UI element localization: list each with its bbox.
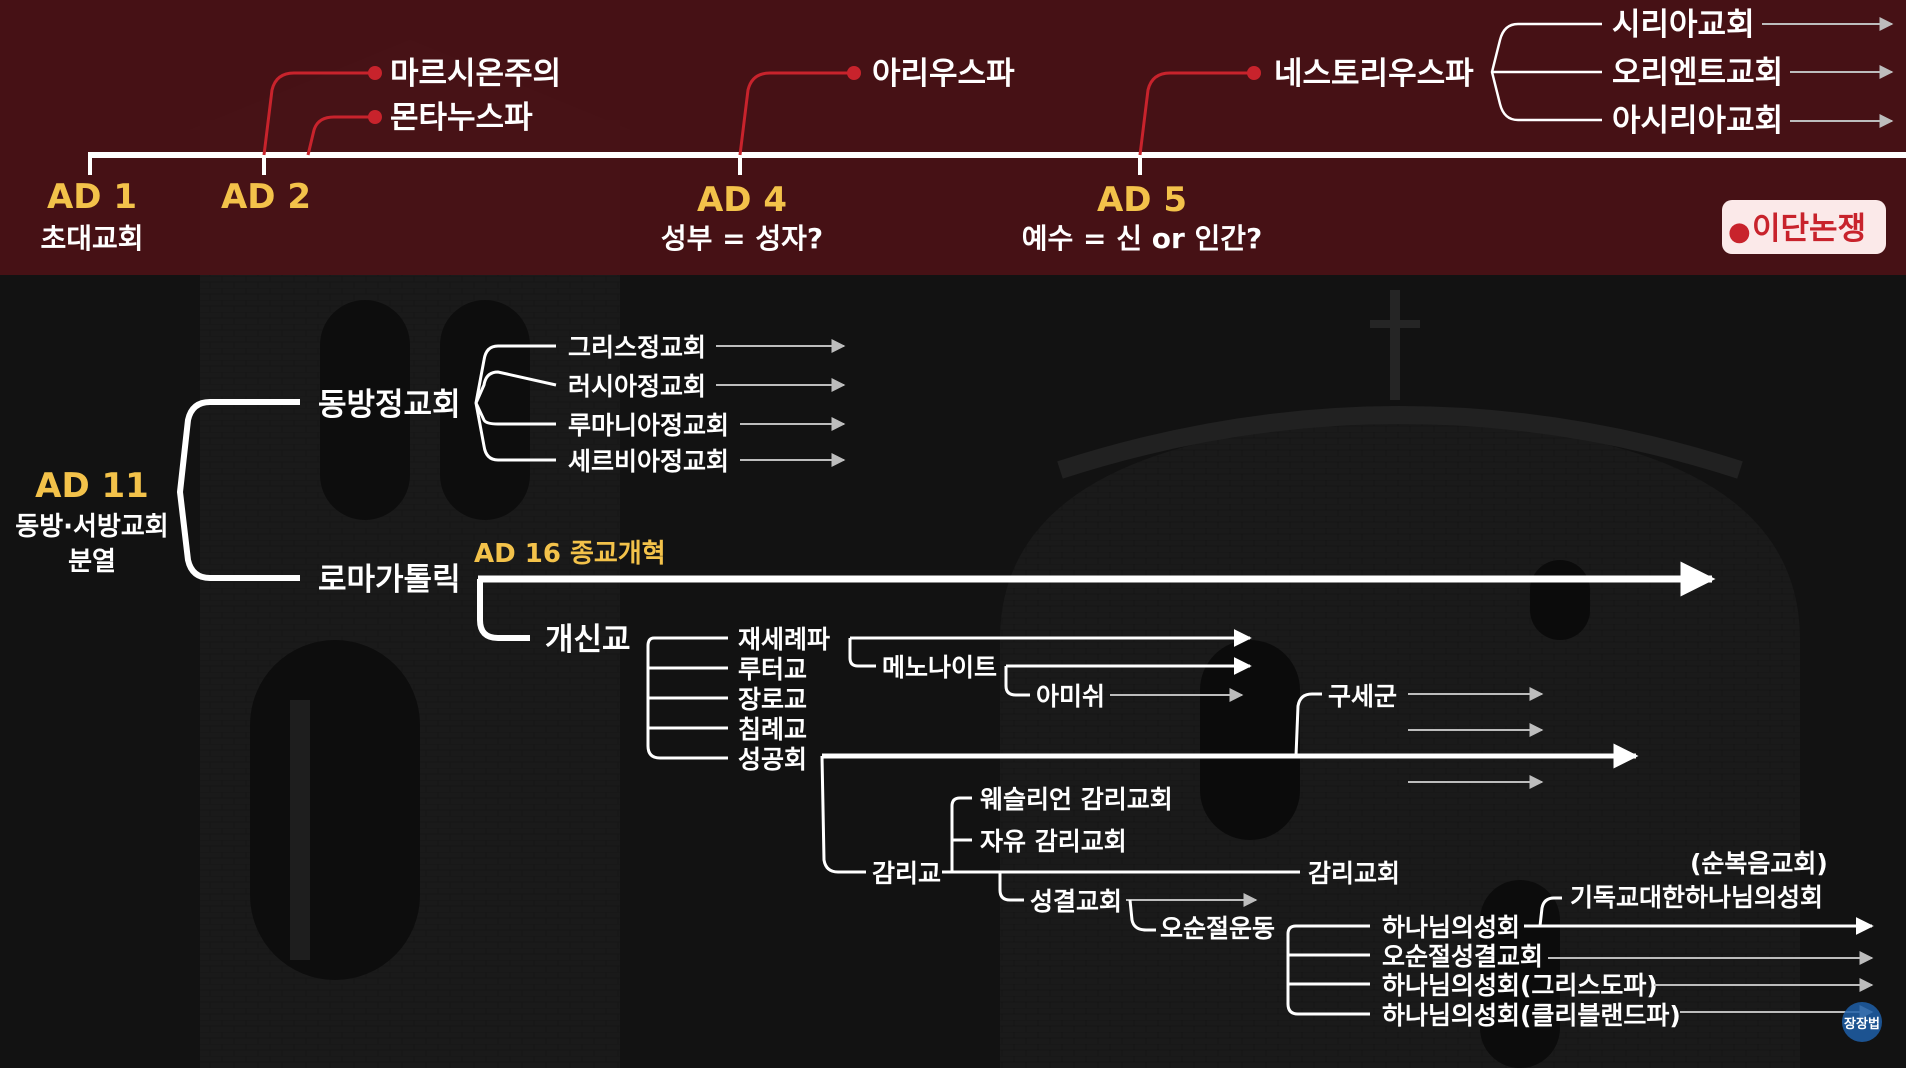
reformation-label: AD 16 종교개혁 [474, 539, 666, 569]
connector-mennonite [848, 638, 876, 668]
methodist-label: 감리교 [872, 859, 941, 888]
salvation-army-label: 구세군 [1328, 682, 1397, 711]
branch-assyria: 아시리아교회 [1612, 103, 1783, 139]
era-label-ad1: AD 1 [47, 177, 137, 217]
east-child-romanian: 루마니아정교회 [568, 411, 729, 440]
heresy-badge-text: 이단논쟁 [1752, 211, 1866, 247]
bracket-schism [176, 399, 300, 581]
heresy-badge [1722, 200, 1886, 254]
connector-arius [738, 71, 852, 156]
dot-montanus [368, 110, 382, 124]
split-caption-1: 동방·서방교회 [15, 512, 168, 542]
pentecostal-ag: 하나님의성회 [1382, 913, 1520, 942]
holiness-label: 성결교회 [1030, 887, 1122, 916]
branch-orient: 오리엔트교회 [1612, 55, 1783, 91]
connector-montanus [306, 115, 374, 156]
era-label-ad2: AD 2 [221, 177, 311, 217]
split-label: AD 11 [35, 466, 149, 506]
dot-nestorius [1247, 66, 1261, 80]
bracket-methodist [950, 796, 972, 872]
era-label-ad5: AD 5 [1097, 180, 1187, 220]
full-gospel-label: (순복음교회) [1690, 849, 1828, 878]
connector-protestant [477, 579, 530, 641]
channel-watermark [1842, 1002, 1882, 1042]
heresy-badge-bullet: ● [1728, 217, 1751, 247]
korea-ag-label: 기독교대한하나님의성회 [1570, 883, 1823, 912]
connector-pentecostal [1128, 899, 1156, 932]
connector-holiness [998, 872, 1024, 902]
header-band [0, 0, 1906, 275]
era-caption-ad1: 초대교회 [40, 222, 143, 255]
east-child-russian: 러시아정교회 [568, 372, 706, 401]
protestant-baptist: 침례교 [738, 715, 807, 744]
dot-marcion [368, 66, 382, 80]
roman-catholic-label: 로마가톨릭 [318, 562, 461, 598]
heresy-montanus: 몬타누스파 [390, 100, 533, 136]
split-caption-2: 분열 [68, 547, 116, 577]
pentecostal-holiness-church: 오순절성결교회 [1382, 942, 1543, 971]
bracket-protestant [646, 636, 728, 760]
amish-label: 아미쉬 [1036, 682, 1105, 711]
protestant-label: 개신교 [545, 622, 631, 658]
heresy-nestorius: 네스토리우스파 [1274, 56, 1474, 92]
methodist-free: 자유 감리교회 [980, 827, 1127, 856]
east-child-greek: 그리스정교회 [568, 333, 706, 362]
channel-watermark-text: 장장법 [1844, 1016, 1880, 1032]
connector-marcion [262, 71, 374, 156]
branch-syria: 시리아교회 [1612, 7, 1755, 43]
connector-nestorius [1138, 71, 1252, 156]
bracket-nestorian [1490, 22, 1602, 122]
era-caption-ad4: 성부 = 성자? [661, 222, 823, 255]
methodist-wesleyan: 웨슬리언 감리교회 [980, 785, 1173, 814]
era-label-ad4: AD 4 [697, 180, 787, 220]
bracket-east-orthodox [474, 344, 557, 462]
protestant-anabaptist: 재세례파 [738, 625, 830, 654]
era-caption-ad5: 예수 = 신 or 인간? [1022, 222, 1263, 255]
protestant-anglican: 성공회 [738, 745, 807, 774]
pentecostal-cog-cleveland: 하나님의성회(클리블랜드파) [1382, 1001, 1681, 1030]
pentecostal-cog-christ: 하나님의성회(그리스도파) [1382, 971, 1658, 1000]
heresy-arius: 아리우스파 [872, 56, 1015, 92]
connector-salvation-army [1294, 692, 1322, 757]
bracket-pentecostal [1286, 924, 1370, 1016]
heresy-marcion: 마르시온주의 [390, 56, 561, 92]
connector-methodist [820, 755, 866, 874]
dot-arius [847, 66, 861, 80]
protestant-lutheran: 루터교 [738, 655, 807, 684]
east-child-serbian: 세르비아정교회 [568, 447, 729, 476]
connector-korea-ag [1538, 896, 1562, 927]
mennonite-label: 메노나이트 [882, 653, 997, 682]
methodist-church-label: 감리교회 [1308, 859, 1400, 888]
protestant-presbyterian: 장로교 [738, 685, 807, 714]
pentecostal-label: 오순절운동 [1160, 914, 1275, 943]
east-orthodox-label: 동방정교회 [318, 387, 461, 423]
connector-amish [1004, 666, 1030, 697]
